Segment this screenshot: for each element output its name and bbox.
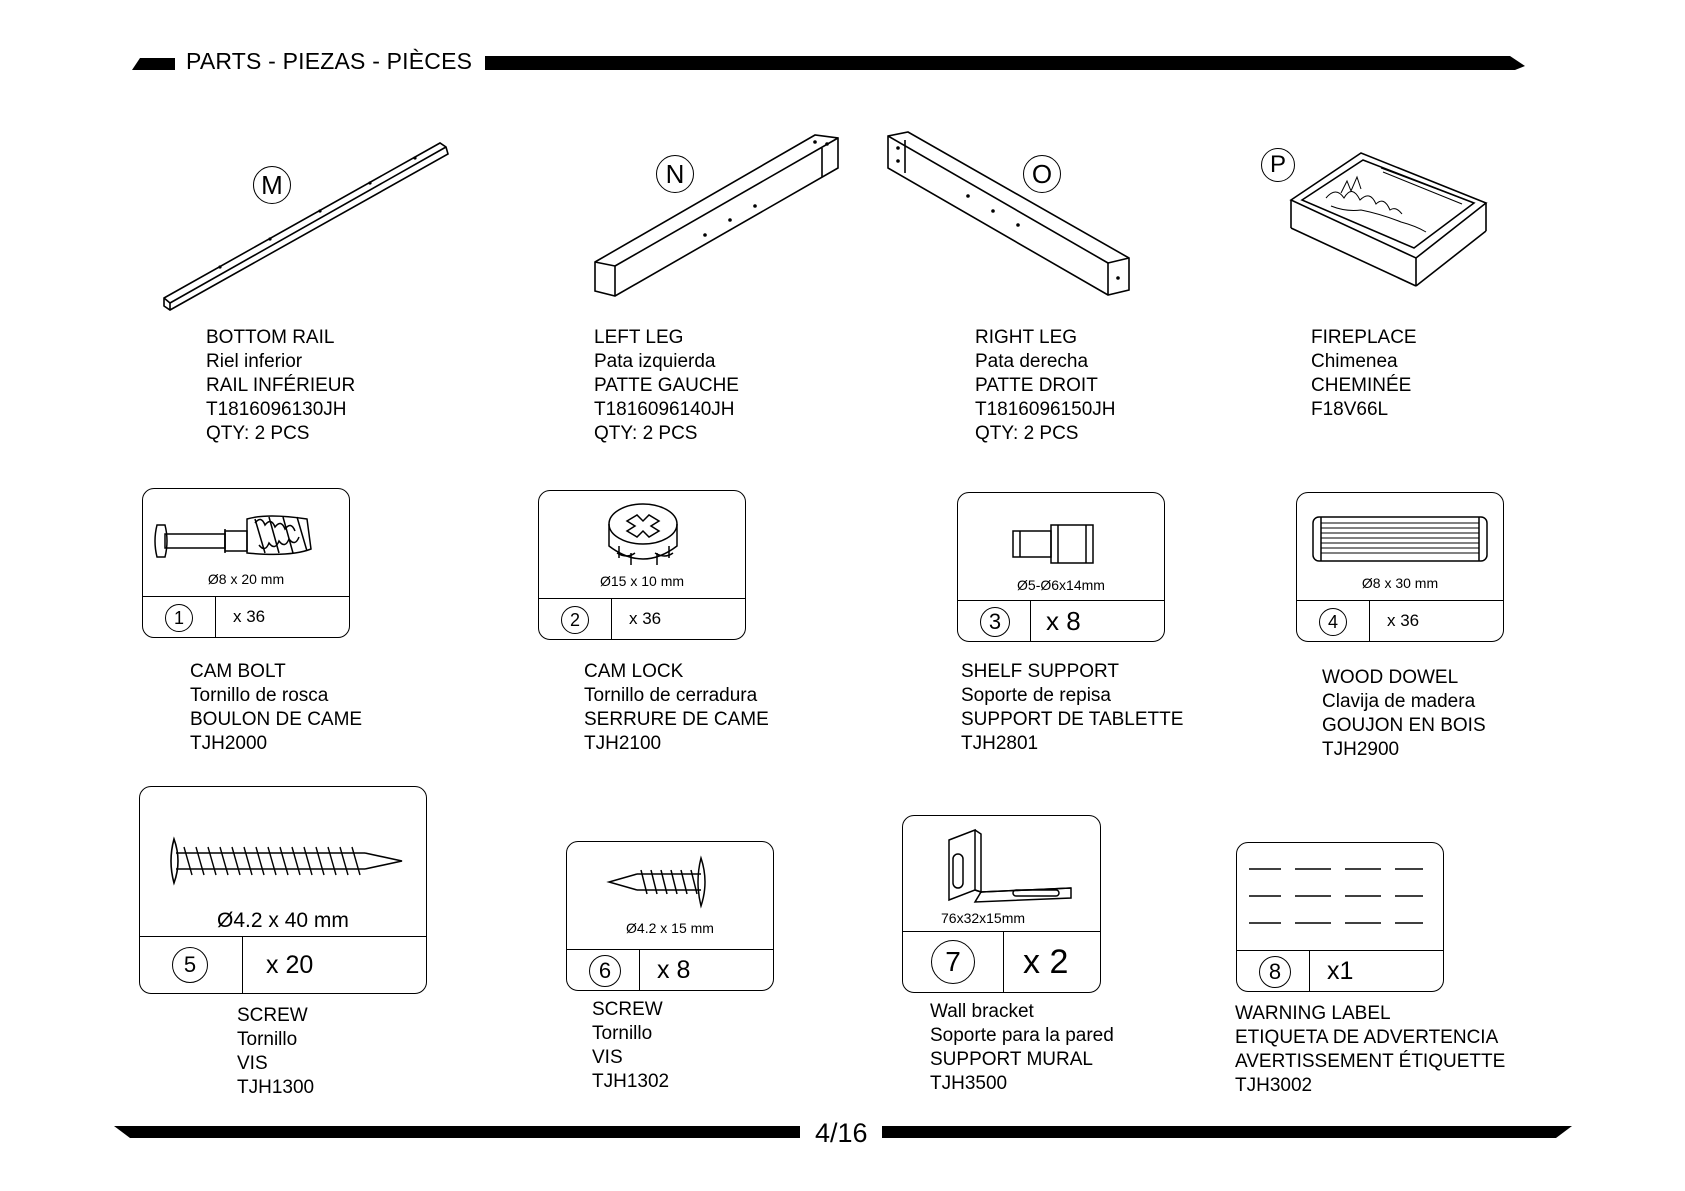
hardware-box-shelf-support: Ø5-Ø6x14mm 3 x 8 [957, 492, 1165, 642]
hardware-box-wall-bracket: 76x32x15mm 7 x 2 [902, 815, 1101, 993]
wall-bracket-quantity: x 2 [1023, 942, 1069, 981]
wood-dowel-dimension: Ø8 x 30 mm [1361, 575, 1439, 591]
hardware-box-screw-15: Ø4.2 x 15 mm 6 x 8 [566, 841, 774, 991]
warning-label-drawing [1249, 868, 1423, 924]
hardware-box-screw-40: Ø4.2 x 40 mm 5 x 20 [139, 786, 427, 994]
cam-lock-drawing [608, 503, 678, 565]
warning-label-quantity: x1 [1327, 956, 1354, 985]
wall-bracket-dimension: 76x32x15mm [941, 910, 1026, 926]
hardware-number-8: 8 [1259, 956, 1291, 988]
fireplace-drawing [1289, 152, 1488, 287]
cam-bolt-quantity: x 36 [233, 607, 266, 626]
header-rule [132, 56, 1525, 70]
hardware-box-cam-lock: Ø15 x 10 mm 2 x 36 [538, 490, 746, 640]
screw-15-drawing [606, 855, 706, 909]
right-leg-drawing [887, 131, 1130, 296]
hardware-box-wood-dowel: Ø8 x 30 mm 4 x 36 [1296, 492, 1504, 642]
part-letter-p: P [1261, 148, 1295, 182]
wood-dowel-quantity: x 36 [1387, 611, 1420, 630]
cam-lock-quantity: x 36 [629, 609, 662, 628]
bottom-rail-drawing [163, 142, 449, 311]
cam-lock-dimension: Ø15 x 10 mm [599, 573, 685, 589]
screw-15-quantity: x 8 [657, 955, 691, 984]
hardware-number-3: 3 [980, 607, 1010, 637]
left-leg-drawing [594, 134, 839, 297]
cam-bolt-drawing [154, 515, 312, 558]
wood-dowel-drawing [1312, 516, 1488, 562]
shelf-support-quantity: x 8 [1046, 605, 1081, 636]
page-number: 4/16 [815, 1118, 868, 1148]
wall-bracket-drawing [948, 828, 1072, 903]
shelf-support-dimension: Ø5-Ø6x14mm [1017, 577, 1105, 593]
footer-rule [114, 1126, 1572, 1138]
part-letter-m: M [253, 166, 291, 204]
screw-15-dimension: Ø4.2 x 15 mm [626, 920, 714, 936]
hardware-number-4: 4 [1319, 608, 1347, 636]
hardware-box-warning-label: 8 x1 [1236, 842, 1444, 992]
hardware-number-1: 1 [165, 604, 193, 632]
hardware-number-7: 7 [931, 940, 975, 984]
screw-40-dimension: Ø4.2 x 40 mm [217, 909, 349, 932]
page-title: PARTS - PIEZAS - PIÈCES [186, 48, 473, 74]
hardware-number-6: 6 [589, 955, 621, 987]
hardware-box-cam-bolt: Ø8 x 20 mm 1 x 36 [142, 488, 350, 638]
screw-40-quantity: x 20 [266, 950, 314, 979]
cam-bolt-dimension: Ø8 x 20 mm [207, 571, 285, 587]
screw-40-drawing [170, 836, 403, 886]
shelf-support-drawing [1012, 524, 1094, 564]
hardware-number-5: 5 [172, 947, 208, 983]
hardware-number-2: 2 [561, 606, 589, 634]
part-letter-o: O [1023, 155, 1061, 193]
part-letter-n: N [656, 155, 694, 193]
